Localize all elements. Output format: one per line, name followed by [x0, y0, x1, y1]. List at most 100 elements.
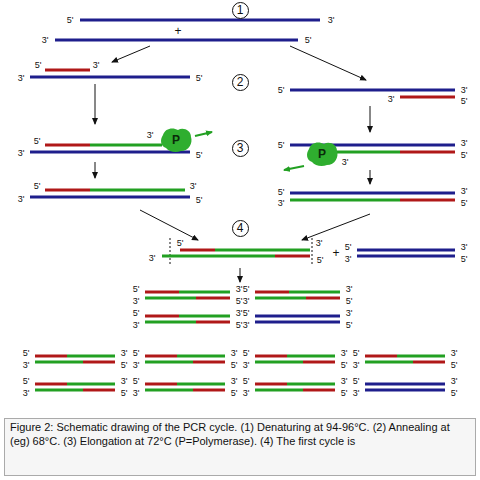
strand-end-label: 3' [231, 348, 238, 358]
dna-strand [179, 291, 230, 294]
strand-end-label: 5' [133, 284, 140, 294]
strand-end-label: 5' [341, 388, 348, 398]
dna-strand [289, 291, 340, 294]
strand-end-label: 3' [461, 186, 468, 196]
strand-end-label: 3' [243, 320, 250, 330]
strand-end-label: 3' [133, 296, 140, 306]
strand-end-label: 3' [353, 360, 360, 370]
strand-end-label: 3' [461, 85, 468, 95]
dna-strand [145, 297, 196, 300]
strand-end-label: 5' [305, 35, 312, 45]
strand-end-label: 3' [316, 238, 323, 248]
dna-strand [365, 383, 445, 386]
polymerase-label: P [172, 133, 180, 147]
figure-caption: Figure 2: Schematic drawing of the PCR c… [4, 418, 476, 476]
step-number: 1 [237, 4, 244, 16]
dna-strand [196, 297, 230, 300]
dna-strand [306, 297, 340, 300]
strand-end-label: 5' [278, 140, 285, 150]
dna-strand [196, 321, 230, 324]
dna-strand [255, 389, 303, 392]
strand-end-label: 3' [342, 157, 349, 167]
strand-end-label: 5' [34, 136, 41, 146]
step-number-circle: 4 [232, 220, 249, 237]
strand-end-label: 3' [451, 376, 458, 386]
strand-end-label: 3' [451, 348, 458, 358]
step-number-circle: 2 [232, 74, 249, 91]
strand-end-label: 3' [236, 284, 243, 294]
dna-strand [255, 355, 287, 358]
dna-strand [365, 389, 445, 392]
strand-end-label: 3' [133, 320, 140, 330]
dna-strand [90, 144, 162, 147]
dna-strand [290, 192, 455, 195]
dna-strand [177, 355, 225, 358]
elongation-arrows [195, 132, 304, 170]
strand-end-label: 3' [341, 376, 348, 386]
strand-end-label: 5' [278, 85, 285, 95]
dna-strand [35, 389, 83, 392]
dna-strand [145, 355, 177, 358]
strand-end-label: 5' [353, 376, 360, 386]
dna-strand [357, 255, 455, 258]
strand-end-label: 5' [317, 255, 324, 265]
strand-end-label: 3' [133, 360, 140, 370]
strand-end-label: 3' [345, 254, 352, 264]
strand-end-label: 3' [243, 296, 250, 306]
strand-end-label: 5' [23, 376, 30, 386]
dna-strand [336, 151, 400, 154]
dna-strands [30, 20, 455, 390]
strand-end-label: 5' [345, 242, 352, 252]
strand-end-label: 3' [231, 376, 238, 386]
strand-end-label: 5' [461, 150, 468, 160]
dna-strand [80, 19, 320, 22]
strand-end-label: 5' [278, 187, 285, 197]
dna-strand [365, 361, 413, 364]
dna-strand [145, 321, 196, 324]
strand-end-label: 3' [190, 181, 197, 191]
dna-strand [145, 383, 177, 386]
strand-end-label: 5' [196, 195, 203, 205]
strand-end-label: 5' [34, 181, 41, 191]
strand-end-label: 5' [133, 348, 140, 358]
strand-end-label: 3' [18, 148, 25, 158]
strand-end-label: 5' [461, 198, 468, 208]
dna-strand [400, 96, 455, 99]
dna-strand [45, 144, 90, 147]
strand-end-label: 3' [133, 388, 140, 398]
dna-strand [255, 291, 289, 294]
dna-strand [180, 249, 215, 252]
flow-arrows [95, 46, 370, 282]
strand-end-label: 3' [353, 388, 360, 398]
strand-end-label: 3' [149, 253, 156, 263]
dna-strand [400, 199, 455, 202]
dna-strand [303, 361, 335, 364]
strand-end-label: 5' [243, 284, 250, 294]
strand-end-label: 3' [461, 138, 468, 148]
strand-end-label: 5' [353, 348, 360, 358]
dna-strand [145, 315, 179, 318]
strand-end-label: 5' [177, 238, 184, 248]
strand-end-label: 3' [243, 388, 250, 398]
strand-end-label: 3' [461, 242, 468, 252]
step-number-circle: 1 [232, 2, 249, 19]
dna-strand [275, 255, 310, 258]
strand-end-label: 5' [346, 320, 353, 330]
dna-strand [413, 361, 445, 364]
strand-end-label: 5' [346, 296, 353, 306]
dna-strand [290, 199, 400, 202]
dna-strand [365, 355, 397, 358]
strand-end-label: 5' [23, 348, 30, 358]
polymerase-blob: P [159, 127, 193, 153]
dna-strand [145, 389, 193, 392]
strand-end-label: 5' [243, 376, 250, 386]
dna-strand [35, 355, 67, 358]
dna-strand [45, 69, 90, 72]
dna-strand [179, 315, 230, 318]
plus-sign: + [332, 247, 339, 259]
dna-strand [30, 196, 190, 199]
dna-strand [90, 189, 185, 192]
plus-sign: + [174, 25, 181, 37]
